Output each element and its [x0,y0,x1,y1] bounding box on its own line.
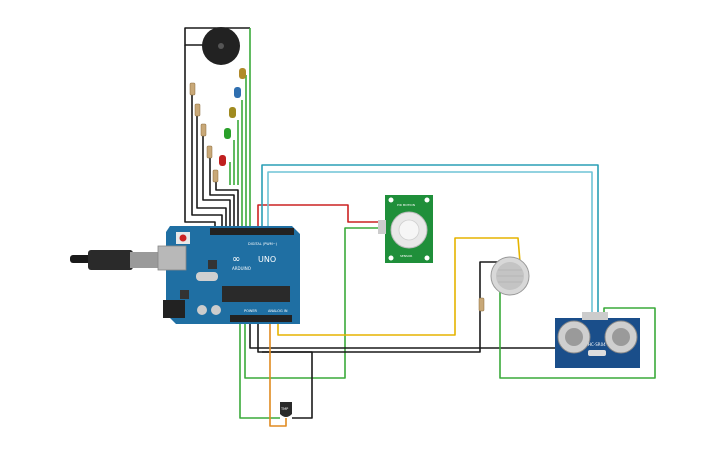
wire-black-4 [202,130,231,232]
wire-black-gnd-1 [249,320,586,349]
arduino-analog-label: ANALOG IN [268,309,288,313]
wire-teal-1 [261,164,599,318]
ultrasonic-sensor: HC-SR04 [555,312,640,368]
arduino-digital-label: DIGITAL (PWM~) [248,242,278,246]
wire-green-pir [244,227,385,379]
wires [184,27,656,427]
wire-black-rail [184,45,216,232]
arduino-uno: ∞ UNO ARDUINO DIGITAL (PWM~) POWER ANALO… [157,226,300,324]
wire-yellow-gas [277,237,521,336]
gas-sensor [490,256,530,296]
arduino-power-label: POWER [244,309,258,313]
resistor-3 [200,123,207,137]
wire-black-2 [191,85,223,232]
arduino-brand-label: ARDUINO [232,266,251,271]
pir-label-top: PIR MOTION [397,203,415,207]
pir-label-bottom: SENSOR [400,254,412,258]
arduino-model-label: UNO [258,255,276,264]
wire-orange-tmp [269,320,287,427]
temp-sensor-label: TMP [280,407,288,411]
wire-black-tmp [262,351,313,419]
led-1 [239,68,246,79]
pir-sensor: PIR MOTION SENSOR [378,195,433,263]
wire-black-5 [209,150,235,232]
ultrasonic-model-label: HC-SR04 [588,342,606,347]
resistor-gas [478,297,485,312]
wire-black-3 [196,108,227,232]
led-5 [219,155,226,166]
wire-green-tmp [239,320,280,419]
temp-sensor: TMP [280,402,292,417]
led-4 [224,128,231,139]
wire-black-gnd-2 [257,261,500,353]
led-2 [234,87,241,98]
resistor-1 [189,82,196,96]
usb-cable [70,250,162,270]
resistors-left [189,82,219,183]
led-3 [229,107,236,118]
wire-lightblue-2 [267,171,593,318]
resistor-4 [206,145,213,159]
wire-green-us [499,275,656,379]
wire-red-pir [257,204,385,232]
resistor-5 [212,169,219,183]
arduino-logo-symbol: ∞ [232,254,240,265]
resistor-2 [194,103,201,117]
buzzer [202,27,240,65]
